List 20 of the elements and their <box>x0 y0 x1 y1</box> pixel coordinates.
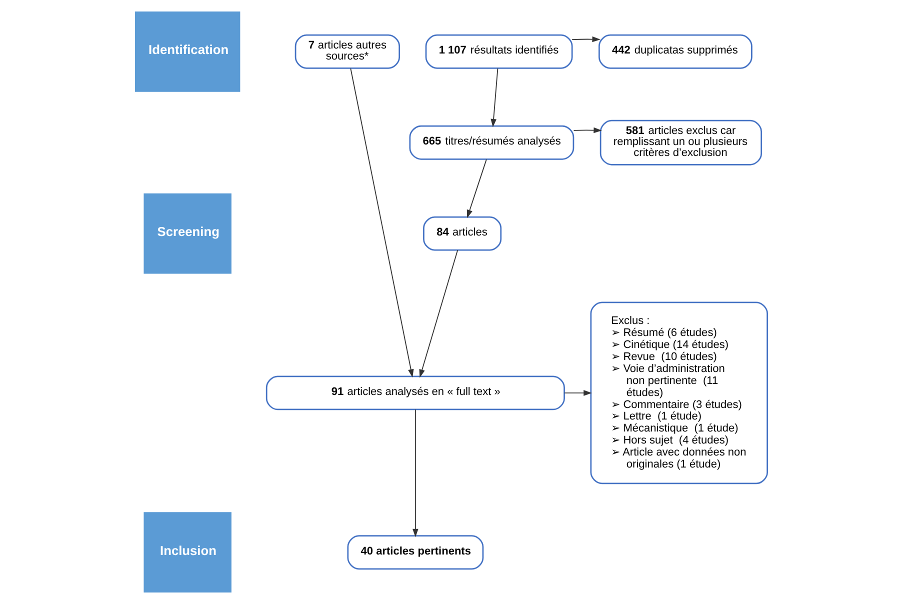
arrow <box>571 36 600 42</box>
node-box: 84 articles <box>422 216 502 251</box>
arrow <box>564 390 592 396</box>
arrow <box>490 68 498 128</box>
node-box: 581 articles exclus car remplissant un ou plusieurs critères d’exclusion <box>599 120 762 166</box>
node-box: 7 articles autres sources* <box>294 34 400 69</box>
node-box: Exclus : ➢ Résumé (6 études) ➢ Cinétique (14 études) ➢ Revue (10 études) ➢ Voie d’administration non pertinente (11 études) ➢ Commentaire (3 études) ➢ Lettre (1 étude) ➢ Mécanistique (1 étude) ➢ Hors sujet (4 études) ➢ Article avec données non originales (1 étude) <box>590 302 768 484</box>
arrow <box>412 409 418 538</box>
node-box: Screening <box>143 193 231 274</box>
node-box: 1 107 résultats identifiés <box>424 34 572 69</box>
arrow <box>466 158 486 218</box>
arrow <box>418 250 458 378</box>
node-box: Inclusion <box>143 512 231 593</box>
node-box: 40 articles pertinents <box>346 535 484 570</box>
arrow <box>350 68 414 378</box>
arrow <box>572 127 602 134</box>
node-box: 442 duplicatas supprimés <box>598 34 752 69</box>
node-box: 665 titres/résumés analysés <box>408 125 574 160</box>
node-box: 91 articles analysés en « full text » <box>265 376 564 410</box>
node-box: Identification <box>134 11 240 92</box>
